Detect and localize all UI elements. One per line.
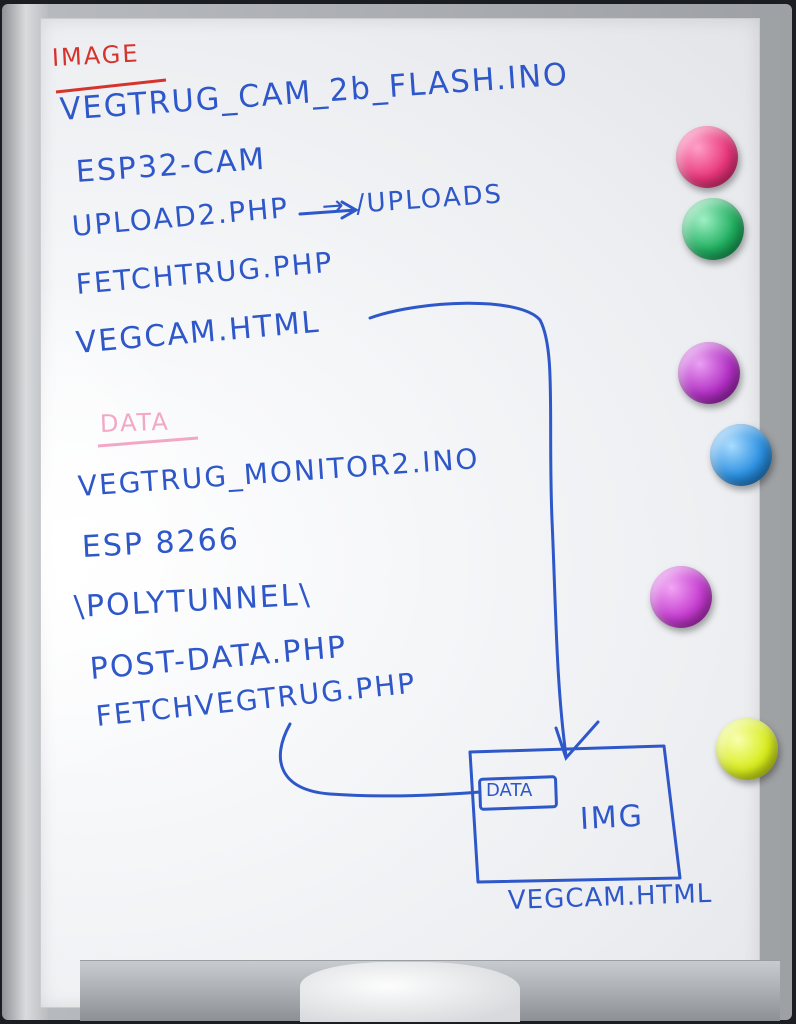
magnet-magenta — [650, 566, 712, 628]
magnet-blue — [710, 424, 772, 486]
arrow-fetchvegtrug-to-data — [278, 722, 482, 798]
arrow-vegcam-to-img — [368, 301, 568, 758]
underline-image — [55, 78, 167, 94]
whiteboard-surface — [40, 18, 760, 1008]
magnet-pink — [676, 126, 738, 188]
box-img-label: IMG — [579, 798, 645, 837]
magnet-purple — [678, 342, 740, 404]
box-data-label: DATA — [486, 780, 533, 801]
magnet-yellow — [716, 718, 778, 780]
arrowhead-img — [554, 720, 600, 761]
eraser-cloth — [300, 962, 520, 1022]
vegcam-box — [468, 744, 682, 884]
magnet-green — [682, 198, 744, 260]
data-box — [478, 775, 558, 811]
underline-data — [97, 436, 199, 448]
arrow-uploads — [298, 200, 360, 220]
light-glare — [41, 279, 211, 799]
